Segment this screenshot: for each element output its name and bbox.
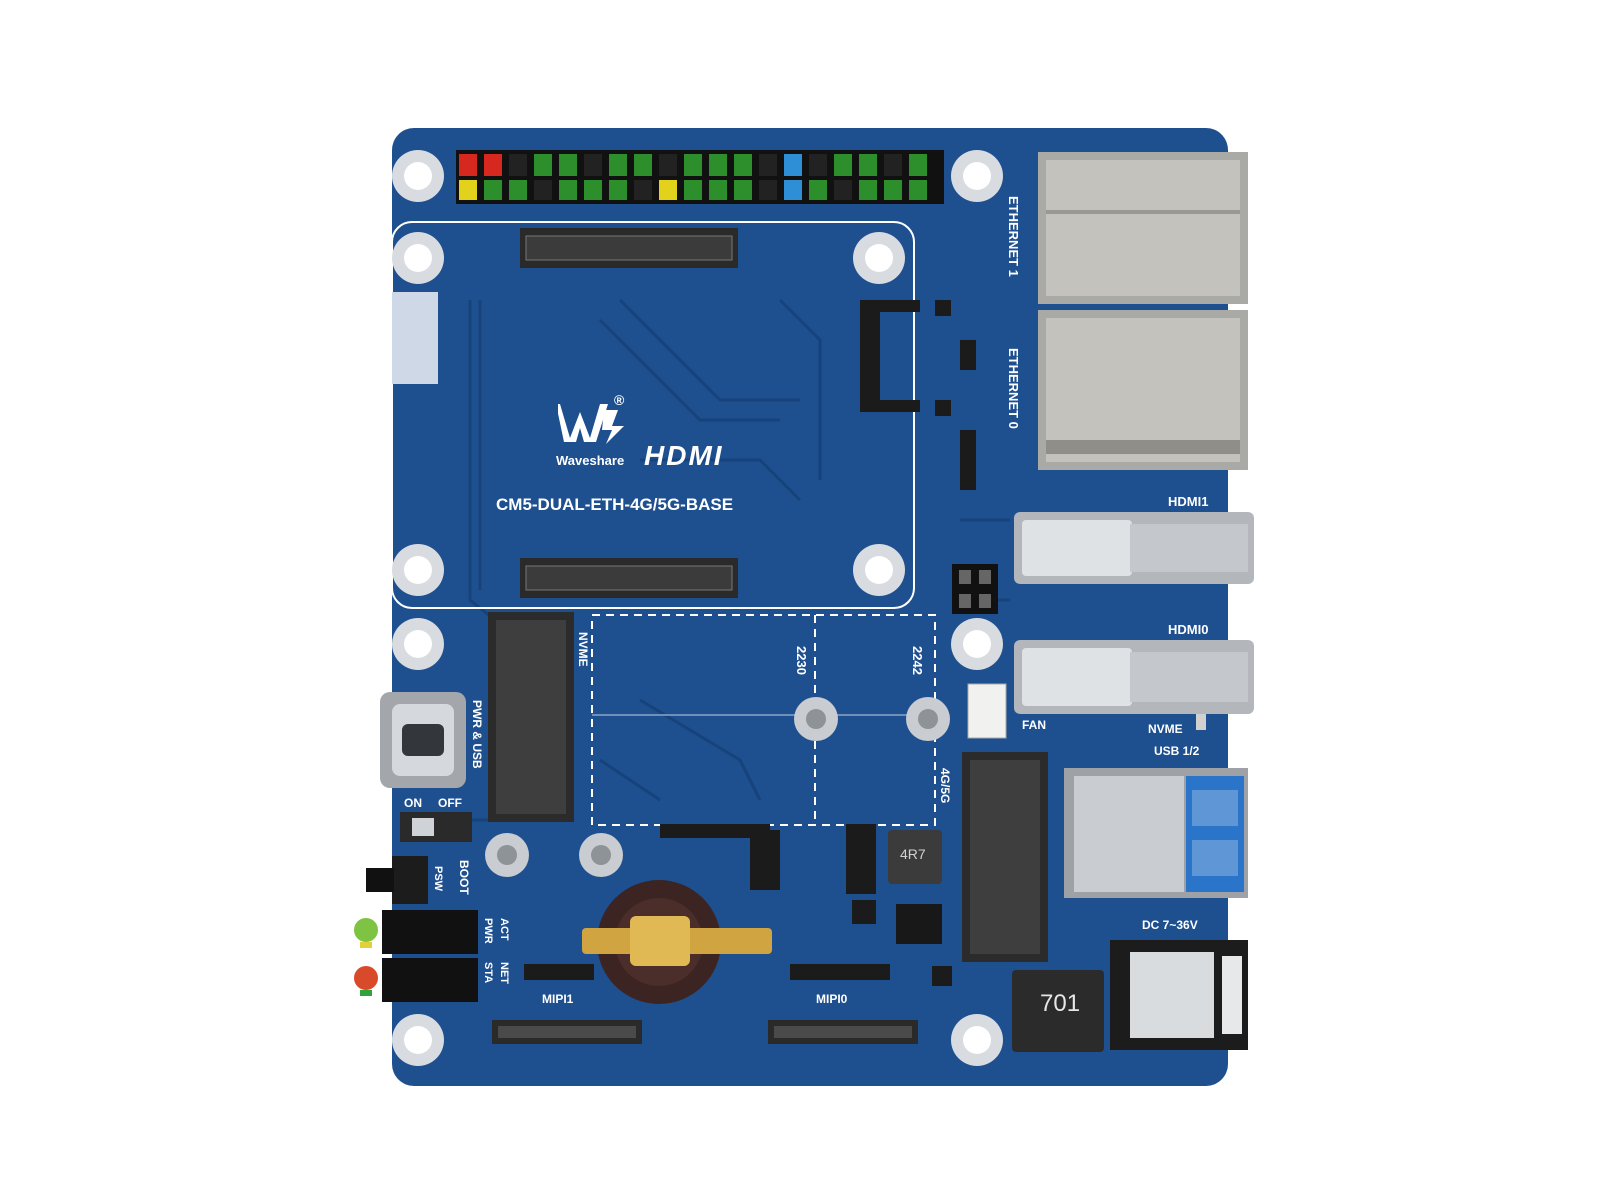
ethernet-0-jack [1038,310,1248,470]
usb-connector [1064,768,1248,898]
hdmi0-label: HDMI0 [1168,622,1209,637]
inductor-4r7-marking: 4R7 [900,846,926,862]
fan-connector [967,683,1007,739]
nvme-led-label: NVME [1148,722,1183,736]
mipi1-connector [492,1020,642,1044]
mounting-hole [853,232,905,284]
nvme-m2-slot [488,612,574,822]
mounting-hole [392,150,444,202]
gpio-pins [459,154,927,200]
mounting-hole [951,1014,1003,1066]
m2-2230-label: 2230 [794,646,809,675]
net-label: NET [498,962,510,984]
rtc-battery-holder [582,880,772,1004]
sta-label: STA [482,962,494,984]
inductor-701-marking: 701 [1040,990,1081,1017]
small-inductor [888,830,942,884]
power-inductor [1012,970,1104,1052]
ethernet-1-jack [1038,152,1248,304]
hdmi-logo-text: HDMI [644,440,724,471]
boot-label: BOOT [457,860,471,895]
mounting-hole [392,232,444,284]
nvme-slot-label: NVME [576,632,590,667]
hdmi1-label: HDMI1 [1168,494,1209,509]
mounting-holes [392,150,1003,1066]
mounting-hole [392,544,444,596]
label-sticker [392,292,438,384]
mipi0-label: MIPI0 [816,992,848,1006]
cm5-connector-top [520,228,738,268]
psw-label: PSW [432,866,444,892]
hdmi0-connector [1014,640,1254,714]
usb-label: USB 1/2 [1154,744,1200,758]
boot-button [366,856,428,904]
ic-chip [896,904,942,944]
waveshare-logo-icon [558,398,630,444]
passive-components [524,300,1206,986]
dc-input-label: DC 7~36V [1142,918,1198,932]
hdmi1-connector [1014,512,1254,584]
usb-c-connector [380,692,466,788]
jumper-header [952,564,998,614]
m2-2242-label: 2242 [910,646,925,675]
waveshare-brand-text: Waveshare [556,453,625,468]
power-switch [400,812,472,842]
pwr-usb-label: PWR & USB [470,700,484,769]
act-label: ACT [498,918,510,941]
mounting-hole [392,618,444,670]
mounting-hole [951,150,1003,202]
mipi0-connector [768,1020,918,1044]
pwr-label: PWR [482,918,494,944]
switch-on-label: ON [404,796,422,810]
switch-off-label: OFF [438,796,462,810]
mounting-hole [853,544,905,596]
fan-label: FAN [1022,718,1046,732]
ethernet-1-label: ETHERNET 1 [1006,196,1021,277]
registered-mark: ® [614,392,625,408]
led-headers [354,910,478,1002]
dc-jack [1110,940,1248,1050]
cm5-outline [391,221,915,609]
board-model-label: CM5-DUAL-ETH-4G/5G-BASE [496,495,734,514]
m2-4g5g-label: 4G/5G [938,768,952,804]
cm5-connector-bottom [520,558,738,598]
m2-standoffs [485,697,950,877]
4g5g-m2-slot [962,752,1048,962]
mounting-hole [951,618,1003,670]
ethernet-0-label: ETHERNET 0 [1006,348,1021,429]
mipi1-label: MIPI1 [542,992,574,1006]
mounting-hole [392,1014,444,1066]
